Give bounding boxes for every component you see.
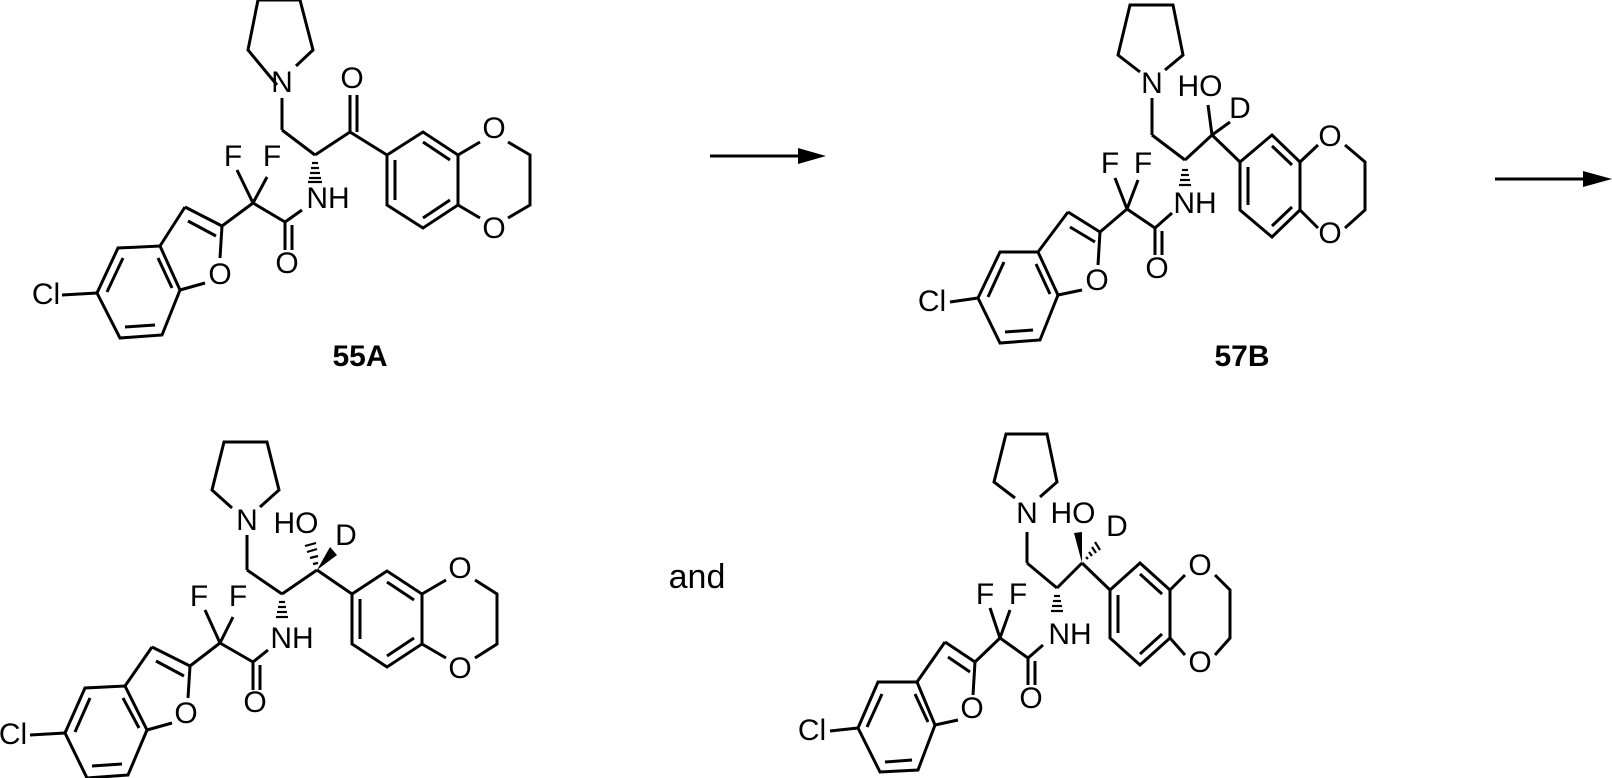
molecule-product-1: N HO D O O NH O F F O Cl	[0, 440, 499, 778]
hashed-bond	[1179, 168, 1191, 187]
atom-n-pyrrolidine: N	[271, 66, 293, 99]
atom-o-dioxane-1: O	[482, 112, 505, 145]
atom-d: D	[1229, 92, 1251, 125]
atom-o-amide: O	[1145, 252, 1168, 285]
atom-f-1: F	[190, 580, 208, 613]
wedge-bond	[317, 547, 337, 570]
atom-f-1: F	[976, 578, 994, 611]
atom-o-dioxane-2: O	[482, 212, 505, 245]
atom-o-furan: O	[1085, 264, 1108, 297]
atom-o-furan: O	[174, 697, 197, 730]
atom-o-amide: O	[275, 247, 298, 280]
atom-d: D	[1106, 510, 1128, 543]
hashed-bond	[276, 600, 288, 619]
atom-n-pyrrolidine: N	[1141, 67, 1163, 100]
atom-o-furan: O	[208, 258, 231, 291]
atom-ho: HO	[274, 507, 319, 540]
atom-f-2: F	[229, 580, 247, 613]
atom-o-dioxane-2: O	[448, 652, 471, 685]
atom-cl: Cl	[798, 714, 826, 747]
compound-label-57b: 57B	[1214, 340, 1269, 373]
atom-o-amide: O	[1019, 682, 1042, 715]
molecule-57b: N HO D O O NH O F F O Cl 57B	[918, 3, 1367, 373]
conjunction-and: and	[669, 558, 726, 596]
atom-f-2: F	[1134, 147, 1152, 180]
reaction-arrow-2	[1495, 171, 1612, 187]
reaction-arrow-1	[710, 148, 826, 164]
compound-label-55a: 55A	[332, 340, 387, 373]
atom-d: D	[335, 519, 357, 552]
molecule-product-2: N HO D O O NH O F F O Cl	[798, 432, 1232, 774]
atom-o-dioxane-2: O	[1318, 217, 1341, 250]
atom-o-dioxane-1: O	[1318, 120, 1341, 153]
atom-o-amide: O	[243, 686, 266, 719]
atom-n-pyrrolidine: N	[236, 504, 258, 537]
atom-ho: HO	[1051, 497, 1096, 530]
hashed-bond	[1085, 541, 1101, 560]
atom-f-2: F	[263, 140, 281, 173]
atom-cl: Cl	[32, 278, 60, 311]
atom-ho: HO	[1178, 70, 1223, 103]
atom-o-dioxane-1: O	[1188, 549, 1211, 582]
hashed-bond	[1051, 594, 1063, 613]
atom-f-1: F	[1101, 147, 1119, 180]
atom-nh: NH	[1173, 187, 1216, 220]
molecule-55a: N O O O NH O F F O Cl 55A	[32, 0, 532, 373]
atom-n-pyrrolidine: N	[1016, 497, 1038, 530]
atom-f-2: F	[1009, 578, 1027, 611]
atom-nh: NH	[270, 622, 313, 655]
atom-f-1: F	[224, 140, 242, 173]
atom-o-dioxane-2: O	[1188, 646, 1211, 679]
atom-cl: Cl	[918, 285, 946, 318]
atom-o-ketone: O	[340, 62, 363, 95]
wedge-bond	[1074, 532, 1082, 563]
hashed-bond	[308, 161, 322, 184]
atom-cl: Cl	[0, 718, 27, 751]
atom-nh: NH	[306, 182, 349, 215]
hashed-bond	[304, 541, 319, 566]
atom-o-dioxane-1: O	[448, 552, 471, 585]
atom-o-furan: O	[960, 692, 983, 725]
atom-nh: NH	[1048, 618, 1091, 651]
